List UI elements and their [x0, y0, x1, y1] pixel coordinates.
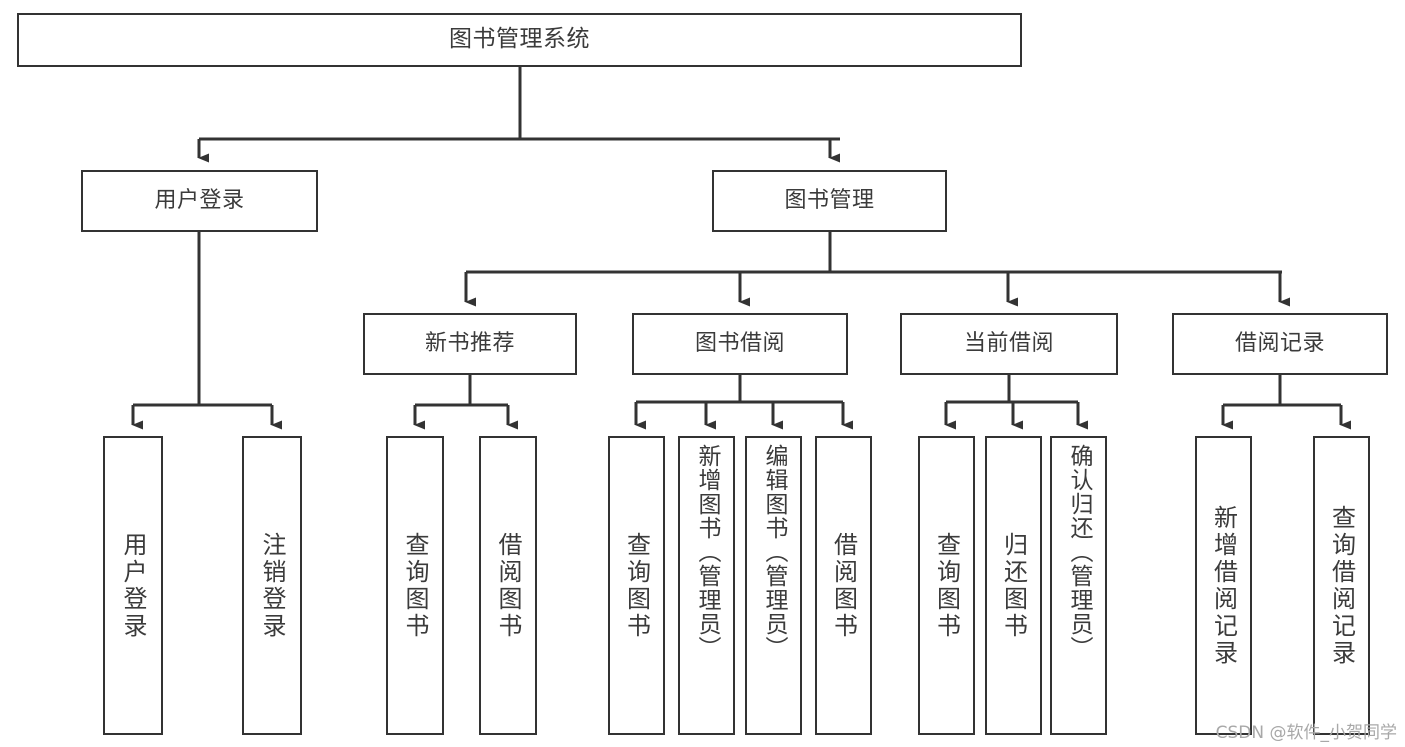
leaf-borrow-record-add[interactable]: 新增借阅记录 — [1195, 436, 1252, 735]
node-label: 新书推荐 — [424, 330, 515, 356]
node-label: 新增借阅记录 — [1209, 504, 1238, 667]
leaf-book-borrow-edit-admin[interactable]: 编辑图书（管理员） — [745, 436, 802, 735]
leaf-current-borrow-query[interactable]: 查询图书 — [918, 436, 975, 735]
leaf-user-login-login[interactable]: 用户登录 — [103, 436, 163, 735]
leaf-book-borrow-borrow[interactable]: 借阅图书 — [815, 436, 872, 735]
node-book-management[interactable]: 图书管理 — [712, 170, 947, 232]
leaf-borrow-record-query[interactable]: 查询借阅记录 — [1313, 436, 1370, 735]
leaf-current-borrow-return[interactable]: 归还图书 — [985, 436, 1042, 735]
node-label: 查询借阅记录 — [1327, 504, 1356, 667]
node-new-book-recommend[interactable]: 新书推荐 — [363, 313, 577, 375]
node-label: 查询图书 — [622, 531, 651, 640]
leaf-new-book-borrow[interactable]: 借阅图书 — [479, 436, 537, 735]
node-label: 新增图书（管理员） — [694, 444, 720, 660]
node-label: 确认归还（管理员） — [1066, 444, 1092, 660]
node-label: 归还图书 — [999, 531, 1028, 640]
node-label: 用户登录 — [154, 187, 245, 213]
node-label: 图书管理 — [784, 187, 875, 213]
node-label: 图书管理系统 — [449, 26, 590, 53]
node-label: 借阅图书 — [829, 531, 858, 640]
node-label: 借阅记录 — [1234, 330, 1325, 356]
node-borrow-record[interactable]: 借阅记录 — [1172, 313, 1388, 375]
node-label: 注销登录 — [258, 531, 286, 640]
node-current-borrow[interactable]: 当前借阅 — [900, 313, 1118, 375]
leaf-current-borrow-confirm-admin[interactable]: 确认归还（管理员） — [1050, 436, 1107, 735]
leaf-book-borrow-add-admin[interactable]: 新增图书（管理员） — [678, 436, 735, 735]
leaf-user-login-logout[interactable]: 注销登录 — [242, 436, 302, 735]
node-book-borrow[interactable]: 图书借阅 — [632, 313, 848, 375]
node-label: 用户登录 — [119, 531, 147, 640]
leaf-new-book-query[interactable]: 查询图书 — [386, 436, 444, 735]
node-root-book-management-system[interactable]: 图书管理系统 — [17, 13, 1022, 67]
node-label: 图书借阅 — [694, 330, 785, 356]
node-label: 查询图书 — [401, 531, 429, 640]
node-label: 编辑图书（管理员） — [761, 444, 787, 660]
node-label: 查询图书 — [932, 531, 961, 640]
leaf-book-borrow-query[interactable]: 查询图书 — [608, 436, 665, 735]
node-user-login[interactable]: 用户登录 — [81, 170, 318, 232]
node-label: 借阅图书 — [494, 531, 522, 640]
node-label: 当前借阅 — [963, 330, 1054, 356]
